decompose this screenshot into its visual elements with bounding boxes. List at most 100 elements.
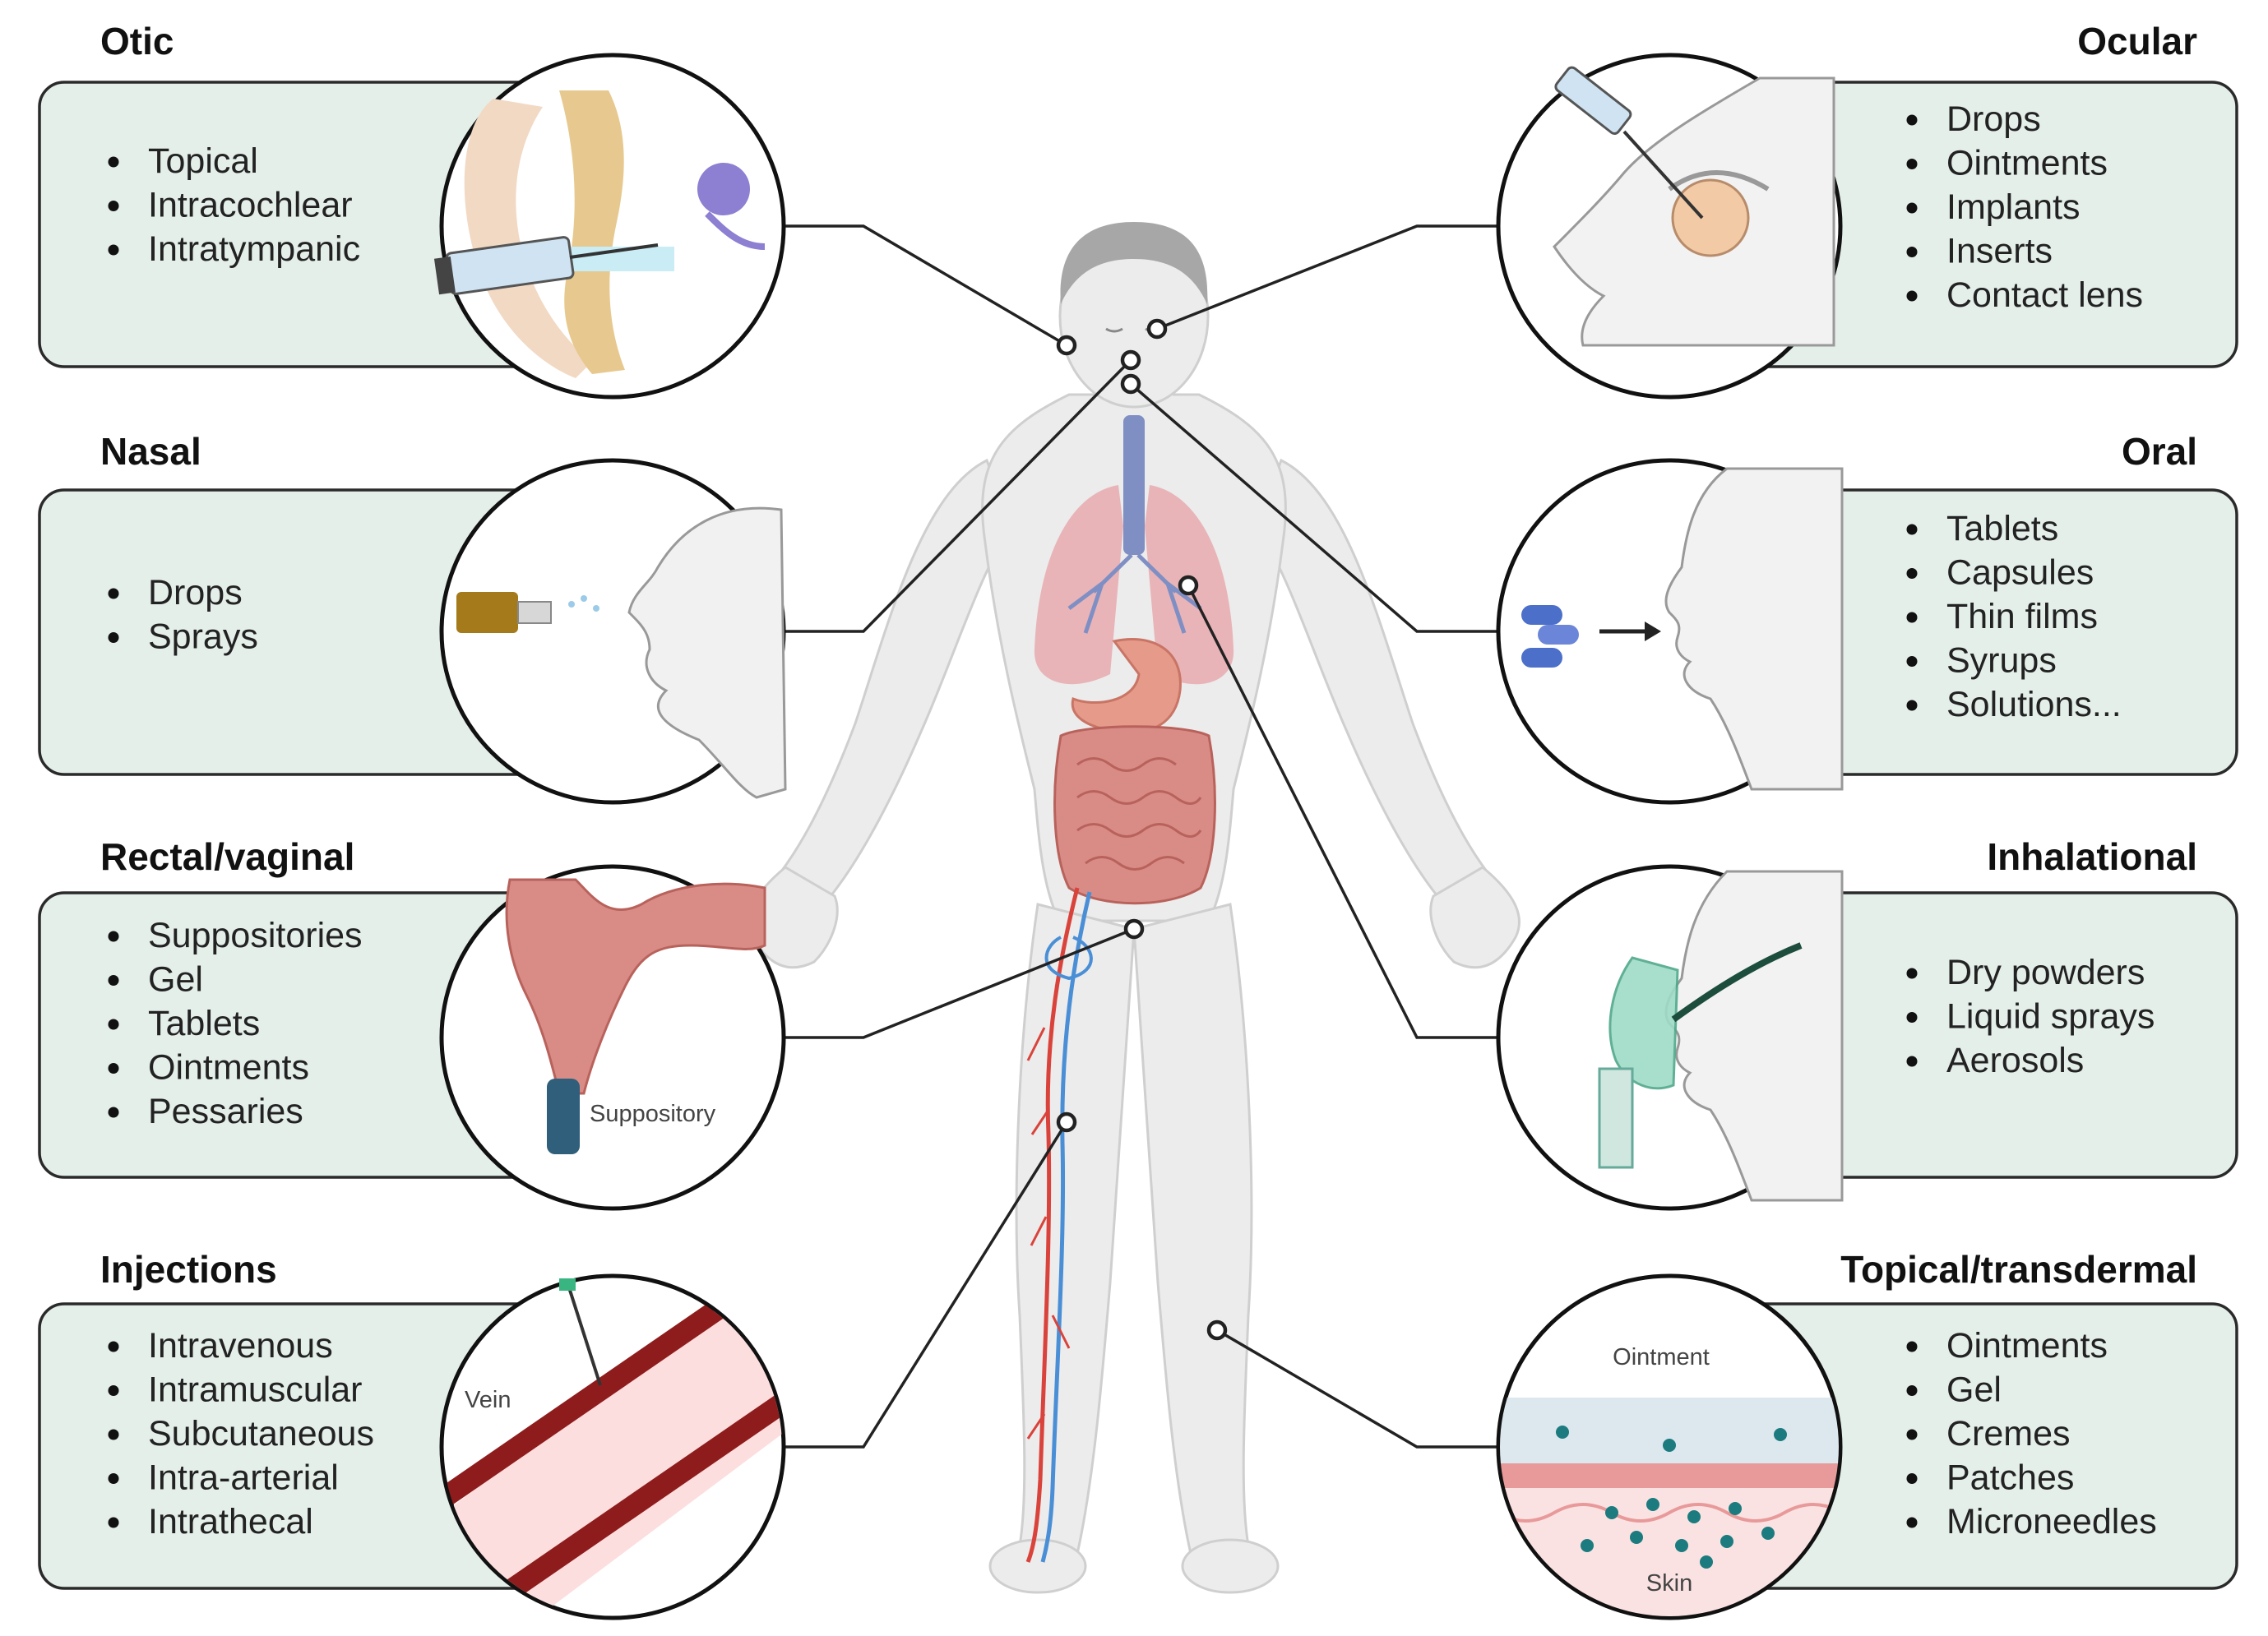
bullet-dot [108, 1385, 119, 1396]
ointment-layer [1500, 1398, 1839, 1463]
ointment-label: Ointment [1613, 1344, 1710, 1370]
oral-title: Oral [2122, 430, 2197, 473]
right-leg [1132, 903, 1253, 1555]
injections-list: IntravenousIntramuscularSubcutaneousIntr… [108, 1326, 374, 1541]
suppository-label: Suppository [590, 1101, 716, 1127]
bullet-dot [1906, 202, 1918, 214]
body-contact-points [1056, 318, 1228, 1341]
list-item: Liquid sprays [1946, 997, 2155, 1037]
bullet-dot [1906, 114, 1918, 126]
left-foot [988, 1538, 1087, 1594]
bullet-dot [1906, 524, 1918, 535]
otic-illustration [433, 53, 786, 400]
bullet-dot [1906, 700, 1918, 711]
ocular-title: Ocular [2077, 20, 2197, 62]
list-item: Inserts [1946, 232, 2053, 271]
skin-top-layer [1500, 1463, 1839, 1488]
topical-point [1206, 1319, 1228, 1341]
spray-droplet [568, 601, 575, 608]
bullet-dot [108, 1063, 119, 1074]
rectum [505, 878, 766, 1095]
rectal-illustration: Suppository [439, 864, 786, 1211]
cochlea [697, 163, 750, 215]
topical-title: Topical/transdermal [1840, 1248, 2197, 1291]
ocular-needle [1622, 130, 1704, 220]
list-item: Tablets [148, 1004, 260, 1043]
list-item: Suppositories [148, 916, 363, 955]
bullet-dot [108, 975, 119, 986]
bullet-dot [1906, 1385, 1918, 1396]
nasal-spray-bottle [456, 592, 518, 633]
list-item: Capsules [1946, 553, 2094, 593]
list-item: Subcutaneous [148, 1414, 374, 1453]
intestines [1053, 725, 1216, 905]
list-item: Ointments [148, 1048, 309, 1088]
bullet-dot [1906, 1012, 1918, 1023]
bullet-dot [108, 931, 119, 942]
dermis-line [1500, 1503, 1839, 1523]
injection-needle [566, 1282, 602, 1386]
nasal-title: Nasal [100, 430, 201, 473]
oral-connector [1129, 382, 1499, 633]
list-item: Ointments [1946, 144, 2108, 183]
bullet-dot [108, 1019, 119, 1030]
bullet-dot [108, 632, 119, 643]
bullet-dot [1906, 612, 1918, 623]
inhalational-connector [1187, 585, 1499, 1039]
right-arm [1255, 458, 1489, 898]
otic-title: Otic [100, 20, 174, 62]
hair [1060, 222, 1208, 304]
list-item: Patches [1946, 1458, 2074, 1498]
list-item: Topical [148, 141, 258, 181]
face-profile [627, 506, 787, 799]
bullet-dot [1906, 968, 1918, 979]
list-item: Contact lens [1946, 275, 2143, 315]
injections-connector [785, 1121, 1068, 1449]
bullet-dot [1906, 568, 1918, 579]
list-item: Intrathecal [148, 1502, 313, 1541]
right-foot [1181, 1538, 1280, 1594]
bullet-dot [108, 156, 119, 168]
bronchi [1067, 553, 1202, 634]
list-item: Ointments [1946, 1326, 2108, 1366]
injections-point [1056, 1111, 1077, 1133]
list-item: Drops [1946, 99, 2041, 139]
skin-label: Skin [1646, 1570, 1692, 1597]
leg-vein [1040, 891, 1092, 1563]
list-item: Intravenous [148, 1326, 333, 1366]
nasal-spray-nozzle [517, 601, 552, 624]
rectal-point [1123, 918, 1145, 940]
bullet-dot [108, 1473, 119, 1484]
list-item: Aerosols [1946, 1041, 2084, 1080]
syringe-needle [569, 243, 659, 259]
bullet-dot [1906, 1517, 1918, 1528]
list-item: Tablets [1946, 509, 2058, 548]
rectal-list: SuppositoriesGelTabletsOintmentsPessarie… [108, 916, 363, 1131]
right-hand [1429, 866, 1520, 969]
topical-illustration: Ointment Skin [1496, 1273, 1843, 1620]
list-item: Syrups [1946, 641, 2057, 681]
bullet-dot [108, 201, 119, 211]
list-item: Sprays [148, 617, 258, 657]
bullet-dot [108, 244, 119, 256]
arrow-head [1645, 622, 1661, 641]
drug-particles [1556, 1426, 1787, 1569]
bullet-dot [1906, 1473, 1918, 1484]
capsule-3 [1521, 648, 1562, 668]
bullet-dot [1906, 1341, 1918, 1352]
oral-illustration [1496, 458, 1844, 805]
bullet-dot [108, 588, 119, 599]
list-item: Intracochlear [148, 186, 353, 225]
human-body-figure [748, 222, 1520, 1594]
nasal-point [1120, 349, 1141, 371]
list-item: Thin films [1946, 597, 2098, 636]
list-item: Intratympanic [148, 229, 360, 269]
ear-outer [464, 99, 592, 378]
